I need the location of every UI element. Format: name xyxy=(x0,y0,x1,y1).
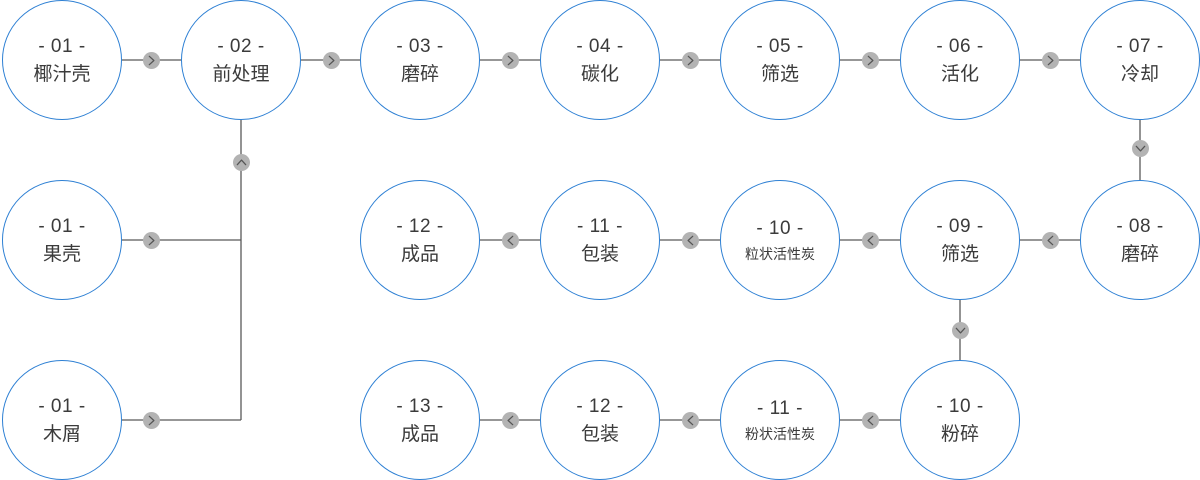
node-前处理[interactable]: - 02 - 前处理 xyxy=(181,0,301,120)
node-活化[interactable]: - 06 - 活化 xyxy=(900,0,1020,120)
arrow-06-to-07-icon xyxy=(1041,51,1059,69)
arrow-11-to-12-bottom-icon xyxy=(681,411,699,429)
node-label: 包装 xyxy=(580,423,619,445)
node-label: 粒状活性炭 xyxy=(745,246,815,262)
arrow-03-to-04-icon xyxy=(501,51,519,69)
node-index: - 11 - xyxy=(577,215,623,237)
arrow-08-to-09-icon xyxy=(1041,231,1059,249)
node-label: 成品 xyxy=(400,243,439,265)
node-椰汁壳[interactable]: - 01 - 椰汁壳 xyxy=(2,0,122,120)
node-包装[interactable]: - 11 - 包装 xyxy=(540,180,660,300)
node-冷却[interactable]: - 07 - 冷却 xyxy=(1080,0,1200,120)
node-label: 粉状活性炭 xyxy=(745,426,815,442)
node-筛选[interactable]: - 05 - 筛选 xyxy=(720,0,840,120)
node-index: - 07 - xyxy=(1116,35,1164,57)
node-index: - 12 - xyxy=(396,215,444,237)
arrow-guoke-in-icon xyxy=(142,231,160,249)
node-index: - 03 - xyxy=(396,35,444,57)
arrow-11-to-12-icon xyxy=(501,231,519,249)
node-label: 成品 xyxy=(400,423,439,445)
arrow-granular-to-11-icon xyxy=(681,231,699,249)
node-木屑[interactable]: - 01 - 木屑 xyxy=(2,360,122,480)
node-index: - 02 - xyxy=(217,35,265,57)
node-index: - 08 - xyxy=(1116,215,1164,237)
arrow-trunk-up-icon xyxy=(232,153,250,171)
node-label: 椰汁壳 xyxy=(33,63,91,85)
node-成品[interactable]: - 13 - 成品 xyxy=(360,360,480,480)
node-label: 筛选 xyxy=(760,63,799,85)
arrow-09-to-granular-icon xyxy=(861,231,879,249)
arrow-04-to-05-icon xyxy=(681,51,699,69)
arrow-09-to-powder-icon xyxy=(951,321,969,339)
node-index: - 01 - xyxy=(38,35,86,57)
node-index: - 04 - xyxy=(576,35,624,57)
node-粒状活性炭[interactable]: - 10 - 粒状活性炭 xyxy=(720,180,840,300)
node-index: - 05 - xyxy=(756,35,804,57)
node-label: 木屑 xyxy=(42,423,81,445)
arrow-muxie-in-icon xyxy=(142,411,160,429)
node-index: - 06 - xyxy=(936,35,984,57)
node-包装[interactable]: - 12 - 包装 xyxy=(540,360,660,480)
node-label: 冷却 xyxy=(1120,63,1159,85)
node-label: 筛选 xyxy=(940,243,979,265)
node-label: 前处理 xyxy=(212,63,270,85)
node-index: - 12 - xyxy=(576,395,624,417)
node-label: 磨碎 xyxy=(400,63,439,85)
arrow-07-to-08-icon xyxy=(1131,139,1149,157)
arrow-12-to-13-icon xyxy=(501,411,519,429)
arrow-powder-to-11-icon xyxy=(861,411,879,429)
node-粉碎[interactable]: - 10 - 粉碎 xyxy=(900,360,1020,480)
node-果壳[interactable]: - 01 - 果壳 xyxy=(2,180,122,300)
node-label: 包装 xyxy=(580,243,619,265)
node-label: 活化 xyxy=(940,63,979,85)
node-label: 粉碎 xyxy=(940,423,979,445)
arrow-02-to-03-icon xyxy=(322,51,340,69)
node-index: - 01 - xyxy=(38,395,86,417)
node-index: - 10 - xyxy=(756,218,804,239)
node-磨碎[interactable]: - 08 - 磨碎 xyxy=(1080,180,1200,300)
node-index: - 11 - xyxy=(757,398,803,419)
node-筛选[interactable]: - 09 - 筛选 xyxy=(900,180,1020,300)
node-粉状活性炭[interactable]: - 11 - 粉状活性炭 xyxy=(720,360,840,480)
node-label: 果壳 xyxy=(42,243,81,265)
node-磨碎[interactable]: - 03 - 磨碎 xyxy=(360,0,480,120)
node-label: 碳化 xyxy=(580,63,619,85)
arrow-01-to-02-icon xyxy=(142,51,160,69)
node-index: - 01 - xyxy=(38,215,86,237)
arrow-05-to-06-icon xyxy=(861,51,879,69)
node-index: - 13 - xyxy=(396,395,444,417)
node-碳化[interactable]: - 04 - 碳化 xyxy=(540,0,660,120)
node-index: - 10 - xyxy=(936,395,984,417)
node-label: 磨碎 xyxy=(1120,243,1159,265)
node-index: - 09 - xyxy=(936,215,984,237)
node-成品[interactable]: - 12 - 成品 xyxy=(360,180,480,300)
